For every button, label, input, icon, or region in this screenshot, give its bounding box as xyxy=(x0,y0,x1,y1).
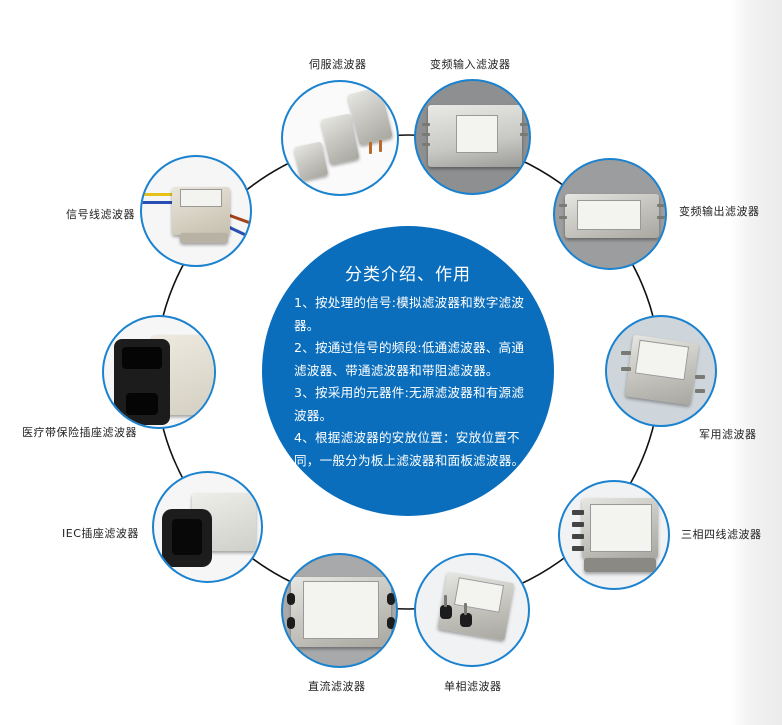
node-military-filter-image[interactable] xyxy=(605,315,717,427)
label-three-phase-four-wire-filter: 三相四线滤波器 xyxy=(681,528,762,541)
node-vfd-input-filter-image[interactable] xyxy=(414,79,531,195)
node-servo-filter-image[interactable] xyxy=(281,80,399,196)
node-dc-filter-image[interactable] xyxy=(281,553,398,668)
node-iec-socket-filter-image[interactable] xyxy=(152,471,263,583)
classification-item-2: 2、按通过信号的频段:低通滤波器、高通滤波器、带通滤波器和带阻滤波器。 xyxy=(294,340,525,378)
classification-item-1: 1、按处理的信号:模拟滤波器和数字滤波器。 xyxy=(294,295,525,333)
center-title: 分类介绍、作用 xyxy=(345,265,471,285)
node-medical-fuse-socket-filter-image[interactable] xyxy=(102,315,216,429)
center-body: 1、按处理的信号:模拟滤波器和数字滤波器。 2、按通过信号的频段:低通滤波器、高… xyxy=(294,292,532,472)
node-three-phase-four-wire-filter-image[interactable] xyxy=(558,480,670,590)
label-military-filter: 军用滤波器 xyxy=(699,428,757,441)
node-single-phase-filter-image[interactable] xyxy=(414,553,530,667)
node-vfd-output-filter-image[interactable] xyxy=(553,158,667,270)
node-signal-line-filter-image[interactable] xyxy=(140,155,252,267)
label-single-phase-filter: 单相滤波器 xyxy=(444,680,502,693)
label-vfd-input-filter: 变频输入滤波器 xyxy=(430,58,511,71)
label-medical-fuse-socket-filter: 医疗带保险插座滤波器 xyxy=(22,426,137,439)
center-info-circle: 分类介绍、作用 1、按处理的信号:模拟滤波器和数字滤波器。 2、按通过信号的频段… xyxy=(262,226,554,516)
label-vfd-output-filter: 变频输出滤波器 xyxy=(679,205,760,218)
label-dc-filter: 直流滤波器 xyxy=(308,680,366,693)
classification-item-4: 4、根据滤波器的安放位置：安放位置不同，一般分为板上滤波器和面板滤波器。 xyxy=(294,430,525,468)
classification-item-3: 3、按采用的元器件:无源滤波器和有源滤波器。 xyxy=(294,385,525,423)
label-servo-filter: 伺服滤波器 xyxy=(309,58,367,71)
label-signal-line-filter: 信号线滤波器 xyxy=(66,208,135,221)
label-iec-socket-filter: IEC插座滤波器 xyxy=(62,527,139,540)
